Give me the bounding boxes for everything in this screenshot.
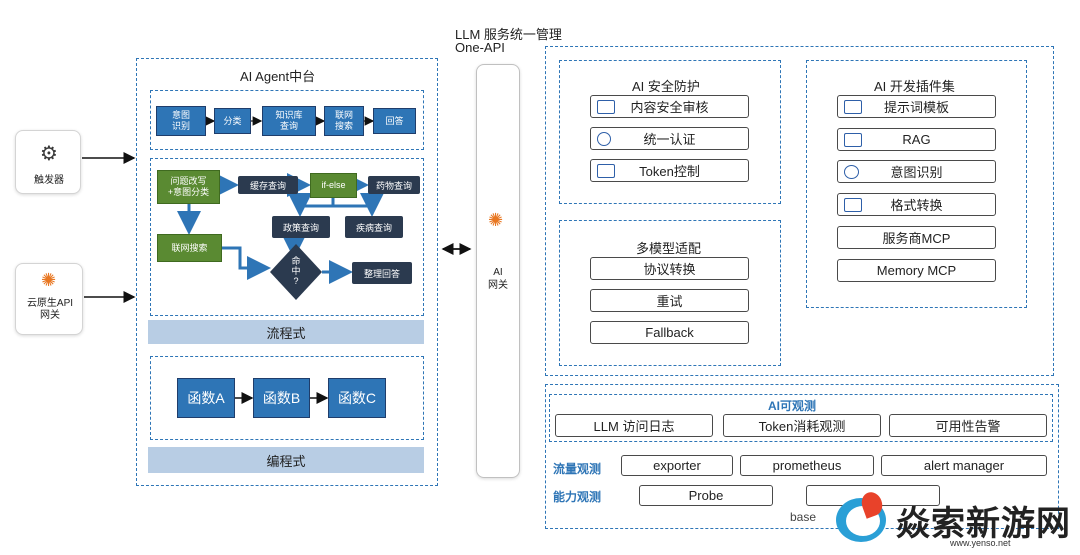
- obs-access-log[interactable]: LLM 访问日志: [555, 414, 713, 437]
- security-item-content-review[interactable]: 内容安全审核: [590, 95, 749, 118]
- cloud-gateway-card[interactable]: ✺ 云原生API 网关: [15, 263, 83, 335]
- agent-platform-title: AI Agent中台: [240, 69, 316, 84]
- observability-title: AI可观测: [768, 399, 817, 413]
- capabilities-frame: [545, 46, 1054, 376]
- plugin-item-provider-mcp[interactable]: 服务商MCP: [837, 226, 996, 249]
- flow-ifelse-node[interactable]: if-else: [310, 173, 357, 198]
- id-card-icon: [597, 99, 615, 114]
- function-c-box[interactable]: 函数C: [328, 378, 386, 418]
- gateway-title-line1: LLM 服务统一管理: [455, 27, 562, 42]
- flow-rewrite-node[interactable]: 问题改写 +意图分类: [157, 170, 220, 204]
- plugin-item-prompt[interactable]: 提示词模板: [837, 95, 996, 118]
- watermark-brand: 焱索新游网: [896, 504, 1071, 544]
- key-icon: [597, 131, 611, 146]
- function-a-box[interactable]: 函数A: [177, 378, 235, 418]
- network-node-icon: ✺: [41, 270, 57, 290]
- observability-inner-frame: [549, 394, 1053, 442]
- convert-icon: [844, 197, 862, 212]
- base-text: base: [790, 510, 817, 524]
- plugin-item-rag[interactable]: RAG: [837, 128, 996, 151]
- flow-policy-node[interactable]: 政策查询: [272, 216, 330, 238]
- ai-gateway-pillar[interactable]: [476, 64, 520, 478]
- document-icon: [597, 163, 615, 178]
- plugin-item-intent[interactable]: 意图识别: [837, 160, 996, 183]
- multimodel-item-fallback[interactable]: Fallback: [590, 321, 749, 344]
- pipeline-step-intent[interactable]: 意图 识别: [156, 106, 206, 136]
- agent-platform-frame: [136, 58, 438, 486]
- trigger-card[interactable]: ⚙ 触发器: [15, 130, 81, 194]
- multimodel-frame: [559, 220, 781, 366]
- flow-frame: [150, 158, 424, 316]
- template-icon: [844, 99, 862, 114]
- capability-probe[interactable]: Probe: [639, 485, 773, 506]
- flow-style-band: 流程式: [148, 320, 424, 344]
- pipeline-step-classify[interactable]: 分类: [214, 108, 251, 134]
- flow-web-node[interactable]: 联网搜索: [157, 234, 222, 262]
- list-icon: [844, 132, 862, 147]
- plugins-frame: [806, 60, 1027, 308]
- traffic-label: 流量观测: [553, 462, 602, 476]
- cloud-gateway-line2: 网关: [40, 310, 60, 321]
- flow-drug-node[interactable]: 药物查询: [368, 176, 420, 194]
- security-title: AI 安全防护: [632, 79, 700, 94]
- pipeline-step-kb[interactable]: 知识库 查询: [262, 106, 316, 136]
- traffic-alert-manager[interactable]: alert manager: [881, 455, 1047, 476]
- flow-disease-node[interactable]: 疾病查询: [345, 216, 403, 238]
- multimodel-item-retry[interactable]: 重试: [590, 289, 749, 312]
- gateway-node-icon: ✺: [488, 210, 504, 230]
- function-b-box[interactable]: 函数B: [253, 378, 310, 418]
- pipeline-frame: [150, 90, 424, 150]
- functions-frame: [150, 356, 424, 440]
- code-style-band: 编程式: [148, 447, 424, 473]
- watermark-logo-icon: [832, 489, 892, 548]
- observability-frame: [545, 384, 1059, 529]
- flow-cache-node[interactable]: 缓存查询: [238, 176, 298, 194]
- pipeline-step-answer[interactable]: 回答: [373, 108, 416, 134]
- decision-diamond: [270, 244, 322, 300]
- trigger-label: 触发器: [34, 175, 64, 186]
- security-item-auth[interactable]: 统一认证: [590, 127, 749, 150]
- cloud-gateway-line1: 云原生API: [26, 298, 74, 309]
- traffic-exporter[interactable]: exporter: [621, 455, 733, 476]
- plugins-title: AI 开发插件集: [874, 79, 955, 94]
- info-circle-icon: [844, 164, 859, 179]
- traffic-prometheus[interactable]: prometheus: [740, 455, 874, 476]
- gear-icon: ⚙: [40, 143, 58, 165]
- plugin-item-memory-mcp[interactable]: Memory MCP: [837, 259, 996, 282]
- security-frame: [559, 60, 781, 204]
- capability-label: 能力观测: [553, 490, 602, 504]
- gateway-label: AI 网关: [488, 267, 508, 291]
- obs-token-usage[interactable]: Token消耗观测: [723, 414, 881, 437]
- security-item-token[interactable]: Token控制: [590, 159, 749, 182]
- gateway-title-line2: One-API: [455, 40, 505, 55]
- obs-availability-alert[interactable]: 可用性告警: [889, 414, 1047, 437]
- watermark-url: www.yenso.net: [950, 538, 1011, 548]
- flow-answer-node[interactable]: 整理回答: [352, 262, 412, 284]
- plugin-item-format[interactable]: 格式转换: [837, 193, 996, 216]
- pipeline-step-web[interactable]: 联网 搜索: [324, 106, 364, 136]
- multimodel-item-protocol[interactable]: 协议转换: [590, 257, 749, 280]
- flow-hit-label: 命 中 ?: [291, 256, 301, 286]
- multimodel-title: 多模型适配: [636, 241, 702, 256]
